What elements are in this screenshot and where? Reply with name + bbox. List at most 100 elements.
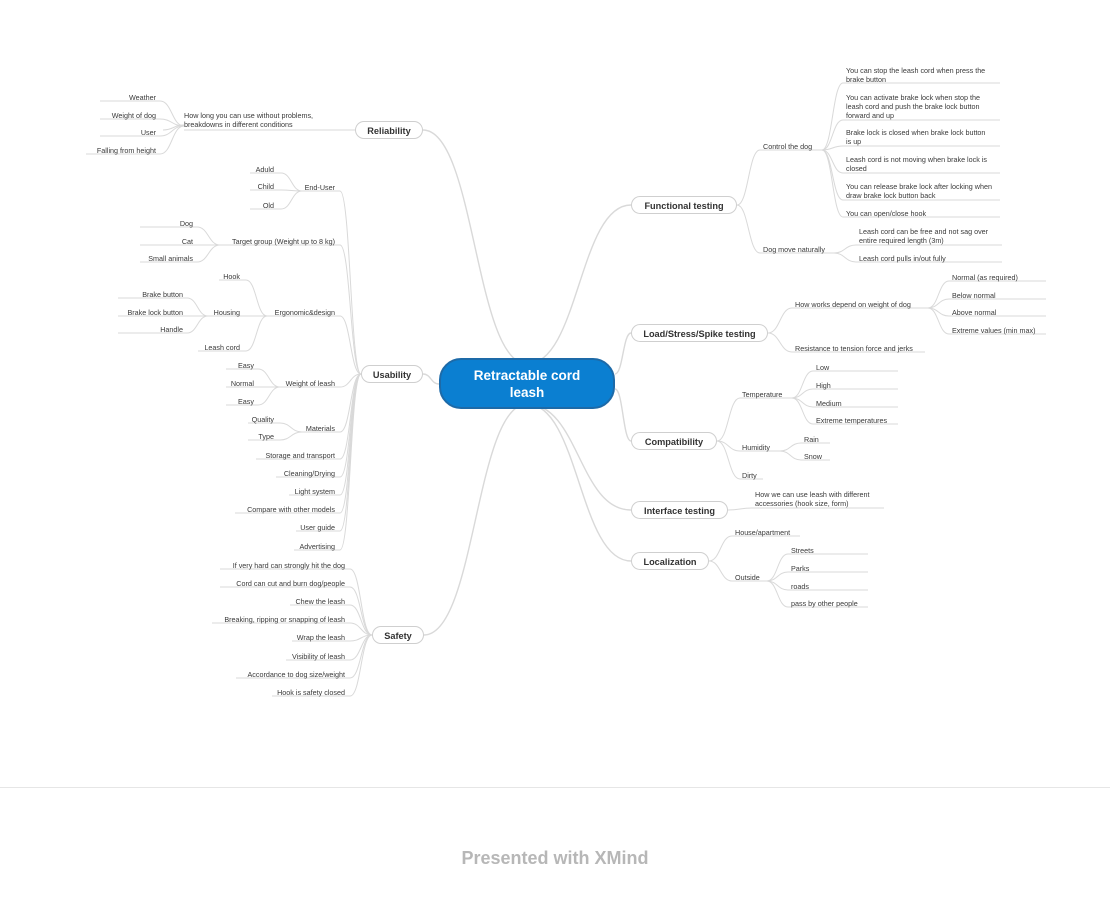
connector (821, 119, 844, 151)
housing-item[interactable]: Handle (160, 325, 183, 334)
housing-item[interactable]: Brake button (142, 290, 183, 299)
connector (821, 82, 844, 151)
end-user-item[interactable]: Old (262, 201, 274, 210)
weight-item[interactable]: Easy (238, 361, 254, 370)
materials-node[interactable]: Materials (305, 424, 335, 433)
topic-usability[interactable]: Usability (361, 365, 423, 383)
control-item[interactable]: You can open/close hook (846, 209, 927, 218)
central-topic[interactable]: Retractable cord leash (439, 358, 615, 409)
dirty-node[interactable]: Dirty (742, 471, 757, 480)
connector (833, 244, 857, 254)
usability-item[interactable]: Storage and transport (265, 451, 335, 460)
temperature-item[interactable]: Medium (816, 399, 842, 408)
connector (339, 373, 362, 496)
house-apartment-node[interactable]: House/apartment (735, 528, 791, 537)
connector (349, 634, 373, 697)
connector (833, 252, 857, 263)
outside-item[interactable]: Parks (791, 564, 810, 573)
connector (245, 279, 268, 317)
temperature-item[interactable]: Extreme temperatures (816, 416, 888, 425)
load-resistance[interactable]: Resistance to tension force and jerks (795, 344, 913, 353)
materials-item[interactable]: Quality (251, 415, 274, 424)
connector (422, 129, 528, 365)
usability-item[interactable]: Compare with other models (247, 505, 335, 514)
humidity-item[interactable]: Snow (804, 452, 822, 461)
usability-item[interactable]: User guide (300, 523, 335, 532)
safety-item[interactable]: Cord can cut and burn dog/people (236, 579, 345, 588)
control-item[interactable]: You can release brake lock after locking… (846, 182, 992, 200)
safety-item[interactable]: Hook is safety closed (277, 688, 345, 697)
naturally-item[interactable]: Leash cord can be free and not sag over … (859, 227, 989, 245)
humidity-node[interactable]: Humidity (742, 443, 770, 452)
reliability-description[interactable]: How long you can use without problems, b… (184, 111, 314, 129)
temperature-node[interactable]: Temperature (742, 390, 783, 399)
topic-localization[interactable]: Localization (631, 552, 709, 570)
connector (727, 507, 753, 511)
outside-item[interactable]: pass by other people (791, 599, 858, 608)
target-group-item[interactable]: Dog (179, 219, 193, 228)
load-weight-item[interactable]: Below normal (952, 291, 996, 300)
connector (339, 373, 362, 551)
connector (767, 332, 793, 353)
end-user-item[interactable]: Aduld (255, 165, 274, 174)
usability-item[interactable]: Advertising (299, 542, 335, 551)
topic-compatibility[interactable]: Compatibility (631, 432, 717, 450)
housing-item[interactable]: Brake lock button (127, 308, 183, 317)
reliability-item[interactable]: User (140, 128, 156, 137)
outside-item[interactable]: Streets (791, 546, 814, 555)
connector (159, 100, 185, 127)
safety-item[interactable]: Breaking, ripping or snapping of leash (224, 615, 345, 624)
safety-item[interactable]: Wrap the leash (296, 633, 345, 642)
temperature-item[interactable]: Low (816, 363, 830, 372)
topic-load-stress-spike-testing[interactable]: Load/Stress/Spike testing (631, 324, 768, 342)
outside-item[interactable]: roads (791, 582, 809, 591)
ergonomic-leash-cord[interactable]: Leash cord (204, 343, 240, 352)
outside-node[interactable]: Outside (735, 573, 760, 582)
weight-item[interactable]: Normal (230, 379, 254, 388)
usability-item[interactable]: Cleaning/Drying (283, 469, 335, 478)
control-the-dog-node[interactable]: Control the dog (763, 142, 813, 151)
control-item[interactable]: Brake lock is closed when brake lock but… (846, 128, 986, 146)
reliability-item[interactable]: Weight of dog (111, 111, 156, 120)
central-topic-label: Retractable cord leash (473, 367, 581, 400)
connector (927, 307, 950, 335)
load-weight-item[interactable]: Above normal (952, 308, 997, 317)
topic-safety[interactable]: Safety (372, 626, 424, 644)
naturally-item[interactable]: Leash cord pulls in/out fully (859, 254, 946, 263)
materials-item[interactable]: Type (258, 432, 274, 441)
topic-interface-testing[interactable]: Interface testing (631, 501, 728, 519)
connector (257, 368, 281, 388)
ergonomic-hook[interactable]: Hook (223, 272, 240, 281)
load-weight-item[interactable]: Extreme values (min max) (952, 326, 1036, 335)
control-item[interactable]: Leash cord is not moving when brake lock… (846, 155, 988, 173)
housing-node[interactable]: Housing (213, 308, 240, 317)
connector (614, 332, 632, 375)
control-item[interactable]: You can stop the leash cord when press t… (846, 66, 986, 84)
connector (821, 149, 844, 218)
usability-item[interactable]: Light system (294, 487, 335, 496)
end-user-node[interactable]: End-User (304, 183, 335, 192)
temperature-item[interactable]: High (816, 381, 831, 390)
ergonomic-design-node[interactable]: Ergonomic&design (274, 308, 335, 317)
weight-of-leash-node[interactable]: Weight of leash (285, 379, 335, 388)
reliability-item[interactable]: Weather (128, 93, 156, 102)
target-group-item[interactable]: Cat (181, 237, 193, 246)
safety-item[interactable]: Visibility of leash (291, 652, 345, 661)
safety-item[interactable]: Chew the leash (295, 597, 345, 606)
topic-reliability[interactable]: Reliability (355, 121, 423, 139)
control-item[interactable]: You can activate brake lock when stop th… (846, 93, 980, 120)
end-user-item[interactable]: Child (257, 182, 274, 191)
safety-item[interactable]: Accordance to dog size/weight (247, 670, 346, 679)
weight-of-dog-node[interactable]: How works depend on weight of dog (795, 300, 911, 309)
safety-item[interactable]: If very hard can strongly hit the dog (232, 561, 345, 570)
connector (349, 586, 373, 636)
dog-move-naturally-node[interactable]: Dog move naturally (763, 245, 825, 254)
topic-functional-testing[interactable]: Functional testing (631, 196, 737, 214)
reliability-item[interactable]: Falling from height (96, 146, 156, 155)
interface-description[interactable]: How we can use leash with different acce… (755, 490, 870, 508)
humidity-item[interactable]: Rain (804, 435, 819, 444)
target-group-node[interactable]: Target group (Weight up to 8 kg) (232, 237, 335, 246)
weight-item[interactable]: Easy (238, 397, 254, 406)
load-weight-item[interactable]: Normal (as required) (952, 273, 1018, 282)
target-group-item[interactable]: Small animals (148, 254, 193, 263)
